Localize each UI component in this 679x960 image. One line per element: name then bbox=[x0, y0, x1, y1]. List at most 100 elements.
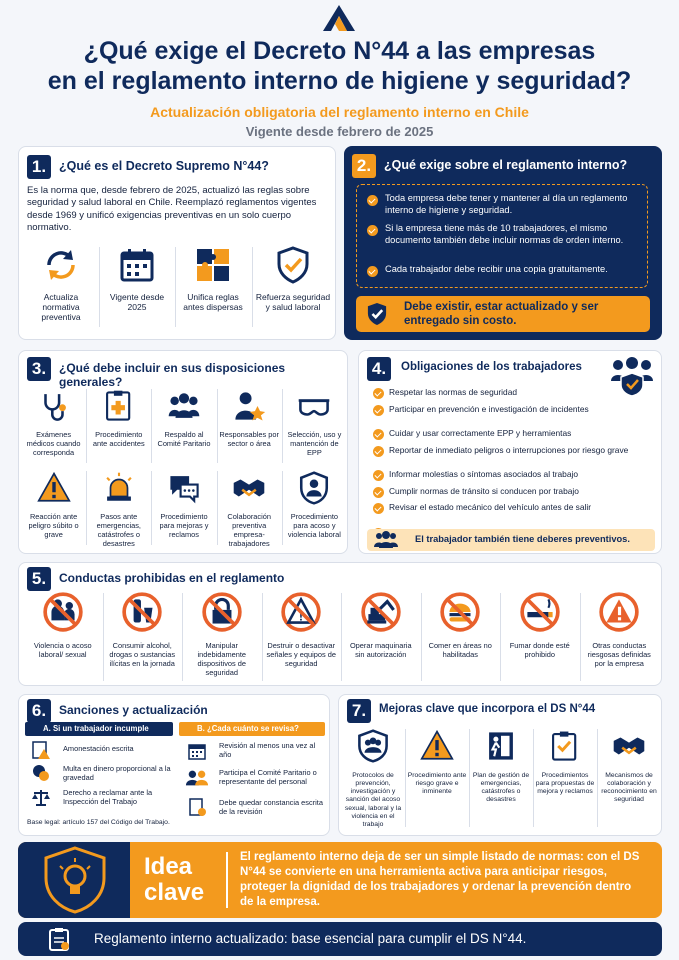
stethoscope-icon bbox=[43, 394, 66, 421]
section-2-number: 2. bbox=[352, 154, 376, 178]
idea-label-line2: clave bbox=[144, 879, 205, 906]
doc-check-icon bbox=[189, 798, 206, 816]
s7-item-label: Plan de gestión de emergencias, catástro… bbox=[472, 772, 530, 804]
s4-item: Respetar las normas de seguridad bbox=[389, 387, 518, 397]
s3-item-label: Pasos ante emergencias, catástrofes o de… bbox=[96, 512, 141, 548]
s1-item-label: Refuerza seguridad y salud laboral bbox=[255, 292, 331, 313]
s6-a-item: Amonestación escrita bbox=[63, 744, 134, 753]
footer-bar: Reglamento interno actualizado: base ese… bbox=[18, 922, 662, 956]
handshake-icon bbox=[233, 479, 265, 497]
s7-item-label: Procedimientos para propuestas de mejora… bbox=[535, 772, 595, 796]
person-shield-icon bbox=[300, 471, 329, 505]
s7-item: Protocolos de prevención, investigación … bbox=[341, 729, 405, 829]
refresh-icon bbox=[47, 250, 75, 280]
coins-icon bbox=[33, 765, 49, 781]
chat-icon bbox=[170, 476, 199, 504]
idea-text: El reglamento interno deja de ser un sim… bbox=[240, 851, 640, 908]
shield-check-icon bbox=[367, 302, 387, 326]
section-2-title: ¿Qué exige sobre el reglamento interno? bbox=[384, 158, 628, 172]
s3-item-label: Colaboración preventiva empresa-trabajad… bbox=[227, 512, 271, 548]
s3-item-label: Reacción ante peligro súbito o grave bbox=[28, 512, 79, 539]
s1-item-update: Actualiza normativa preventiva bbox=[25, 245, 97, 323]
idea-banner: Idea clave El reglamento interno deja de… bbox=[18, 842, 662, 918]
section-7-number: 7. bbox=[347, 699, 371, 723]
s5-item-label: Violencia o acoso laboral/ sexual bbox=[33, 641, 92, 659]
smoking-ban-icon bbox=[520, 592, 560, 632]
page-subtitle: Actualización obligatoria del reglamento… bbox=[150, 104, 529, 120]
section-3-number: 3. bbox=[27, 357, 51, 381]
goggles-icon bbox=[299, 399, 330, 416]
s5-item: Otras conductas riesgosas definidas por … bbox=[580, 591, 660, 669]
s4-item: Revisar el estado mecánico del vehículo … bbox=[389, 502, 592, 512]
s3-item-label: Procedimiento ante accidentes bbox=[92, 430, 145, 448]
s3-item: Procedimiento para acoso y violencia lab… bbox=[282, 471, 347, 540]
section-2-card: 2. ¿Qué exige sobre el reglamento intern… bbox=[344, 146, 662, 340]
s1-item-label: Vigente desde 2025 bbox=[109, 292, 165, 313]
s3-item: Procedimiento para mejoras y reclamos bbox=[151, 471, 216, 540]
warning-icon bbox=[36, 471, 71, 502]
section-5-title: Conductas prohibidas en el reglamento bbox=[59, 571, 285, 585]
s5-item-label: Consumir alcohol, drogas o sustancias il… bbox=[109, 641, 176, 668]
s5-item: Consumir alcohol, drogas o sustancias il… bbox=[103, 591, 183, 669]
idea-label-line1: Idea bbox=[144, 853, 193, 880]
s5-item-label: Comer en áreas no habilitadas bbox=[428, 641, 492, 659]
calendar-icon bbox=[120, 249, 154, 282]
warning-doc-icon bbox=[32, 741, 50, 759]
section-1-card: 1. ¿Qué es el Decreto Supremo N°44? Es l… bbox=[18, 146, 336, 340]
section-3-title: ¿Qué debe incluir en sus disposiciones g… bbox=[59, 361, 286, 389]
section-5-card: 5. Conductas prohibidas en el reglamento… bbox=[18, 562, 662, 686]
idea-label: Idea clave bbox=[144, 854, 204, 906]
s2-item: Cada trabajador debe recibir una copia g… bbox=[385, 264, 608, 274]
s5-item-label: Destruir o desactivar señales y equipos … bbox=[266, 641, 336, 668]
s3-item: Reacción ante peligro súbito o grave bbox=[21, 471, 86, 540]
first-aid-icon bbox=[105, 390, 131, 421]
clipboard-check-icon bbox=[552, 731, 577, 761]
s6-b-item: Debe quedar constancia escrita de la rev… bbox=[219, 798, 323, 816]
s3-item: Selección, uso y mantención de EPP bbox=[282, 389, 347, 458]
s3-item: Colaboración preventiva empresa-trabajad… bbox=[217, 471, 282, 549]
section-7-card: 7. Mejoras clave que incorpora el DS N°4… bbox=[338, 694, 662, 836]
s3-item-label: Exámenes médicos cuando corresponda bbox=[26, 430, 81, 457]
s3-item: Respaldo al Comité Paritario bbox=[151, 389, 216, 449]
section-6-number: 6. bbox=[27, 699, 51, 723]
s5-item: Operar maquinaria sin autorización bbox=[341, 591, 421, 660]
siren-icon bbox=[106, 472, 132, 501]
puzzle-icon bbox=[197, 249, 229, 281]
title-line2: en el reglamento interno de higiene y se… bbox=[47, 67, 632, 95]
s3-item-label: Procedimiento para mejoras y reclamos bbox=[159, 512, 209, 539]
s2-item: Si la empresa tiene más de 10 trabajador… bbox=[385, 223, 624, 245]
section-1-title: ¿Qué es el Decreto Supremo N°44? bbox=[59, 159, 269, 173]
s5-item-label: Operar maquinaria sin autorización bbox=[349, 641, 412, 659]
s5-item: !Destruir o desactivar señales y equipos… bbox=[262, 591, 342, 669]
s6-legal: Base legal: artículo 157 del Código del … bbox=[27, 819, 170, 826]
s6-a-item: Multa en dinero proporcional a la graved… bbox=[63, 764, 171, 782]
shield-check-icon bbox=[277, 246, 309, 284]
s3-item-label: Procedimiento para acoso y violencia lab… bbox=[287, 512, 341, 539]
team-icon bbox=[185, 770, 209, 786]
page-title: ¿Qué exige el Decreto N°44 a las empresa… bbox=[0, 36, 679, 96]
s2-banner-text: Debe existir, estar actualizado y ser en… bbox=[404, 301, 599, 328]
section-3-card: 3. ¿Qué debe incluir en sus disposicione… bbox=[18, 350, 348, 554]
s7-item-label: Protocolos de prevención, investigación … bbox=[344, 772, 402, 828]
s7-item: Procedimientos para propuestas de mejora… bbox=[533, 729, 597, 796]
harassment-ban-icon bbox=[43, 592, 83, 632]
s3-item: Responsables por sector o área bbox=[217, 389, 282, 449]
lock-ban-icon bbox=[202, 592, 242, 632]
s7-item: Plan de gestión de emergencias, catástro… bbox=[469, 729, 533, 805]
section-7-title: Mejoras clave que incorpora el DS N°44 bbox=[379, 703, 596, 715]
footer-text: Reglamento interno actualizado: base ese… bbox=[94, 931, 527, 946]
s1-item-label: Unifica reglas antes dispersas bbox=[183, 292, 243, 313]
section-4-banner: El trabajador también tiene deberes prev… bbox=[367, 529, 655, 551]
logo bbox=[322, 4, 356, 32]
food-ban-icon bbox=[440, 592, 480, 632]
s5-item-label: Manipular indebidamente dispositivos de … bbox=[197, 641, 247, 677]
s6-a-header: A. Si un trabajador incumple bbox=[25, 722, 173, 736]
clipboard-icon bbox=[49, 928, 69, 951]
s7-item-label: Procedimiento ante riesgo grave e inmine… bbox=[407, 772, 467, 796]
alcohol-ban-icon bbox=[122, 592, 162, 632]
scale-icon bbox=[32, 790, 50, 806]
exit-icon bbox=[489, 732, 513, 760]
s4-item: Cuidar y usar correctamente EPP y herram… bbox=[389, 428, 572, 438]
vigente-text: Vigente desde febrero de 2025 bbox=[245, 124, 434, 139]
section-1-body: Es la norma que, desde febrero de 2025, … bbox=[27, 185, 317, 234]
